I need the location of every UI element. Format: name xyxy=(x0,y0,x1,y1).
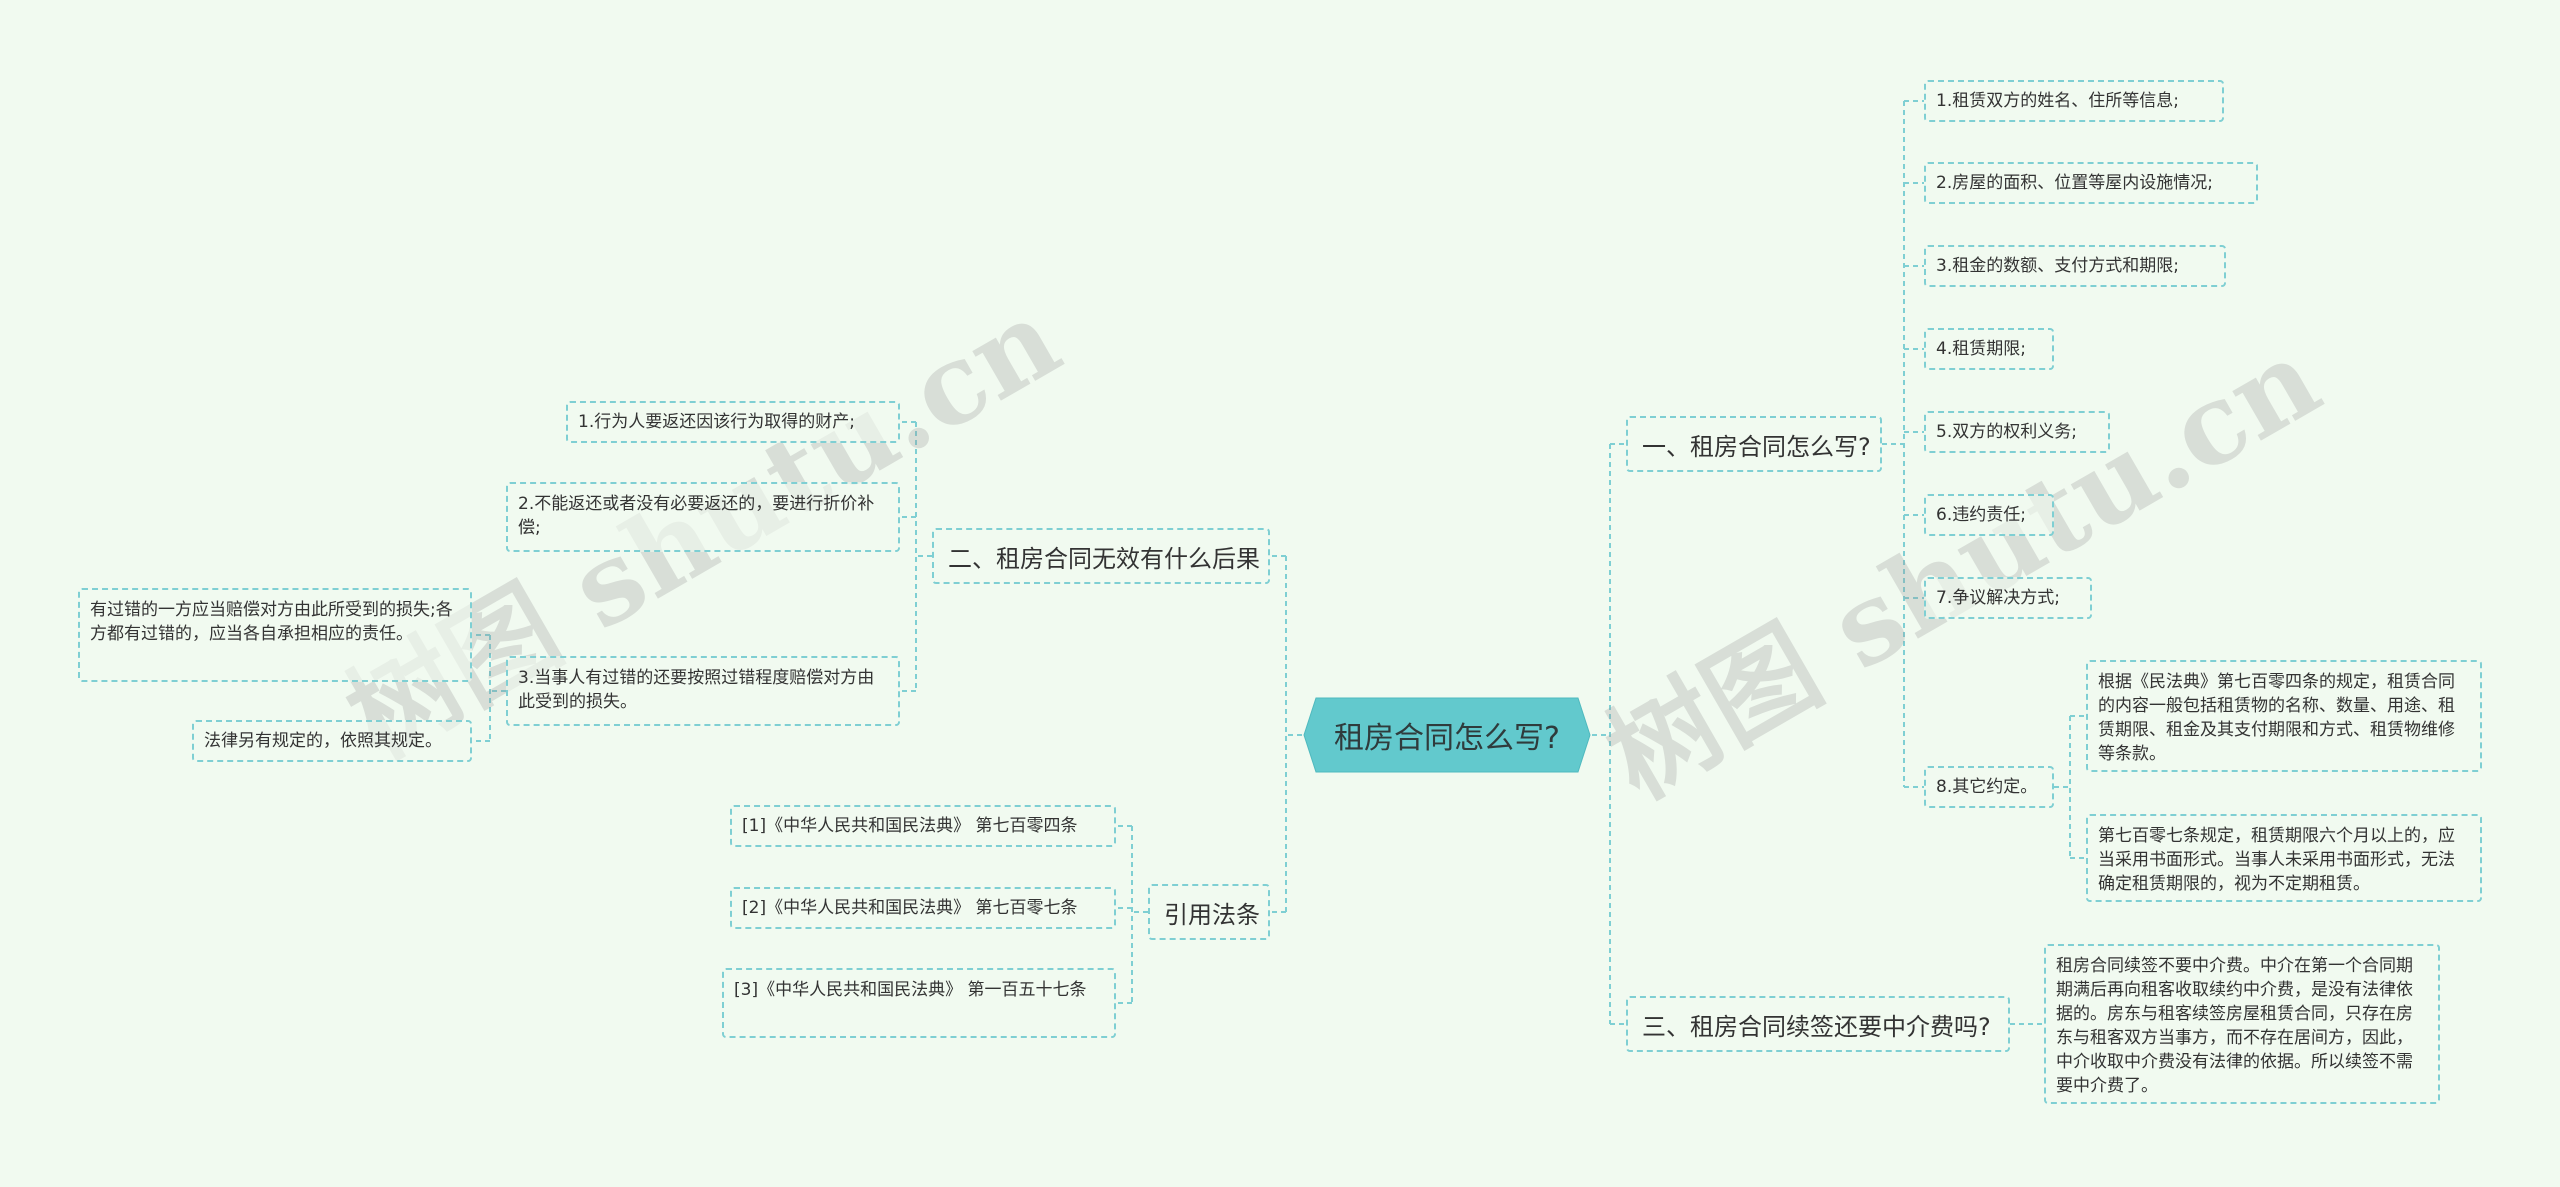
root-label: 租房合同怎么写? xyxy=(1334,721,1560,756)
branch-invalid-consequences[interactable]: 二、租房合同无效有什么后果 xyxy=(932,528,1270,584)
law-ref-2[interactable]: [2]《中华人民共和国民法典》 第七百零七条 xyxy=(730,887,1116,929)
item-3[interactable]: 3.租金的数额、支付方式和期限; xyxy=(1924,245,2226,287)
consequence-1[interactable]: 1.行为人要返还因该行为取得的财产; xyxy=(566,401,900,443)
item-1[interactable]: 1.租赁双方的姓名、住所等信息; xyxy=(1924,80,2224,122)
item-7[interactable]: 7.争议解决方式; xyxy=(1924,577,2092,619)
consequence-2[interactable]: 2.不能返还或者没有必要返还的，要进行折价补偿; xyxy=(506,482,900,552)
consequence-3[interactable]: 3.当事人有过错的还要按照过错程度赔偿对方由此受到的损失。 xyxy=(506,656,900,726)
law-ref-1[interactable]: [1]《中华人民共和国民法典》 第七百零四条 xyxy=(730,805,1116,847)
root-node[interactable]: 租房合同怎么写? xyxy=(1302,696,1592,774)
renewal-fee-answer[interactable]: 租房合同续签不要中介费。中介在第一个合同期期满后再向租客收取续约中介费，是没有法… xyxy=(2044,944,2440,1104)
item-4[interactable]: 4.租赁期限; xyxy=(1924,328,2054,370)
law-ref-3[interactable]: [3]《中华人民共和国民法典》 第一百五十七条 xyxy=(722,968,1116,1038)
branch-how-to-write[interactable]: 一、租房合同怎么写? xyxy=(1626,416,1882,472)
item-8-note-2[interactable]: 第七百零七条规定，租赁期限六个月以上的，应当采用书面形式。当事人未采用书面形式，… xyxy=(2086,814,2482,902)
item-2[interactable]: 2.房屋的面积、位置等屋内设施情况; xyxy=(1924,162,2258,204)
item-8[interactable]: 8.其它约定。 xyxy=(1924,766,2054,808)
root-shape xyxy=(1303,697,1591,773)
branch-cited-laws[interactable]: 引用法条 xyxy=(1148,884,1270,940)
item-6[interactable]: 6.违约责任; xyxy=(1924,494,2054,536)
consequence-3-note-2[interactable]: 法律另有规定的，依照其规定。 xyxy=(192,720,472,762)
item-5[interactable]: 5.双方的权利义务; xyxy=(1924,411,2110,453)
consequence-3-note-1[interactable]: 有过错的一方应当赔偿对方由此所受到的损失;各方都有过错的，应当各自承担相应的责任… xyxy=(78,588,472,682)
item-8-note-1[interactable]: 根据《民法典》第七百零四条的规定，租赁合同的内容一般包括租赁物的名称、数量、用途… xyxy=(2086,660,2482,772)
branch-renewal-fee[interactable]: 三、租房合同续签还要中介费吗? xyxy=(1626,996,2010,1052)
